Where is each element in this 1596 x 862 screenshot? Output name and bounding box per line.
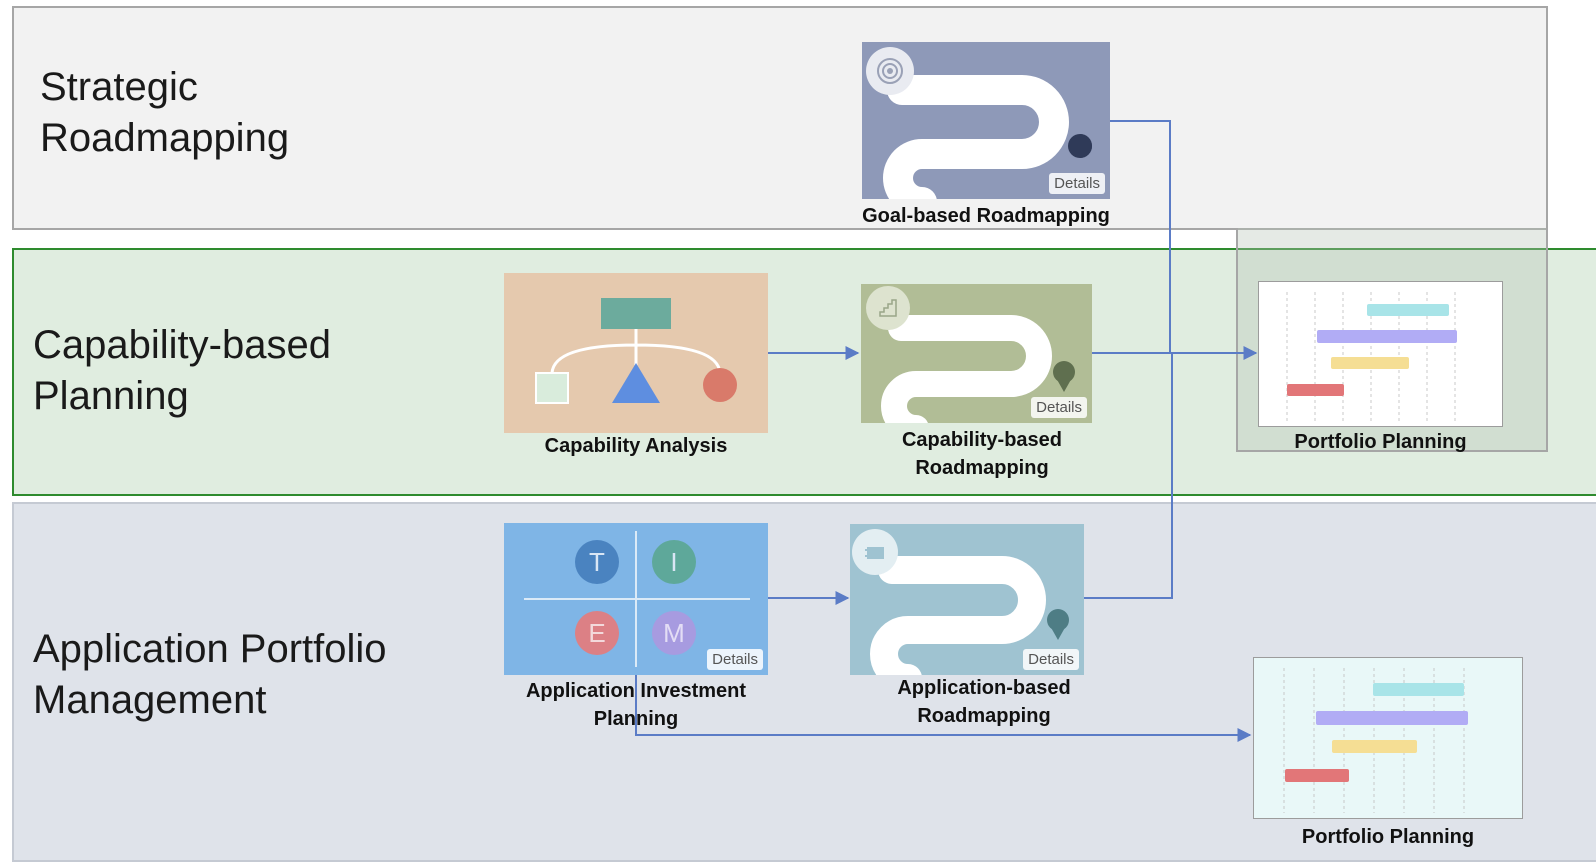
capability-analysis-card[interactable]	[504, 273, 768, 433]
goal-roadmapping-caption: Goal-based Roadmapping	[862, 205, 1110, 227]
application-investment-planning-card[interactable]: T I E M Details	[504, 523, 768, 675]
portfolio-planning-caption-1: Portfolio Planning	[1294, 431, 1467, 453]
capability-roadmapping-card[interactable]: Details	[861, 284, 1092, 423]
capability-roadmapping-caption: Capability-based Roadmapping	[901, 429, 1063, 479]
details-button[interactable]: Details	[707, 649, 763, 670]
portfolio-planning-card-1[interactable]	[1258, 281, 1503, 427]
application-roadmapping-card[interactable]: Details	[850, 524, 1084, 675]
details-button[interactable]: Details	[1023, 649, 1079, 670]
application-roadmapping-caption: Application-based Roadmapping	[897, 677, 1071, 727]
quadrant-i-label: I	[670, 547, 678, 577]
lane-title-apm: Application Portfolio Management	[33, 627, 387, 722]
staircase-icon	[866, 286, 910, 330]
portfolio-planning-card-2[interactable]	[1253, 657, 1523, 819]
goal-roadmapping-card[interactable]: Details	[862, 42, 1110, 199]
server-icon	[852, 529, 898, 575]
lane-strategic-roadmapping	[12, 6, 1548, 230]
quadrant-e-label: E	[588, 618, 606, 648]
lane-title-capability: Capability-based Planning	[33, 323, 331, 418]
capability-analysis-caption: Capability Analysis	[544, 435, 728, 457]
quadrant-m-label: M	[663, 618, 685, 648]
details-button[interactable]: Details	[1031, 397, 1087, 418]
application-investment-planning-caption: Application Investment Planning	[525, 680, 747, 730]
lane-title-strategic: Strategic Roadmapping	[40, 65, 290, 160]
target-icon	[866, 47, 914, 95]
details-button[interactable]: Details	[1049, 173, 1105, 194]
portfolio-planning-caption-2: Portfolio Planning	[1301, 826, 1475, 848]
quadrant-t-label: T	[589, 547, 605, 577]
